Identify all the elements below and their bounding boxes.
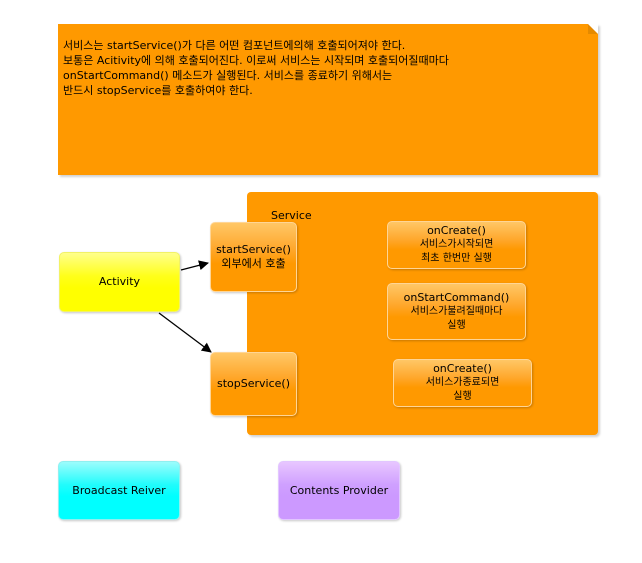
note-line-4: 반드시 stopService를 호출하여야 한다. — [63, 84, 253, 97]
service-label: Service — [271, 209, 312, 222]
on-destroy-desc-2: 실행 — [453, 391, 472, 402]
start-service-desc: 외부에서 호출 — [221, 257, 286, 270]
activity-node[interactable]: Activity — [59, 252, 180, 312]
note-line-1: 서비스는 startService()가 다른 어떤 컴포넌트에의해 호출되어져… — [63, 39, 406, 52]
stop-service-node[interactable]: stopService() — [210, 352, 297, 416]
activity-label: Activity — [98, 275, 141, 288]
arrow-activity-to-start — [180, 260, 209, 271]
on-destroy-node[interactable]: onCreate() 서비스가종료되면 실행 — [393, 359, 532, 407]
start-service-node[interactable]: startService() 외부에서 호출 — [210, 222, 297, 292]
on-create-desc-2: 최초 한번만 실행 — [421, 253, 492, 264]
note-line-3: onStartCommand() 메소드가 실행된다. 서비스를 종료하기 위해… — [63, 69, 393, 82]
on-create-title: onCreate() — [427, 224, 486, 237]
on-start-command-desc: 서비스가불려질때마다 — [410, 305, 503, 317]
start-service-title: startService() — [216, 243, 291, 256]
stop-service-title: stopService() — [217, 377, 290, 390]
on-start-command-desc-2: 실행 — [447, 319, 466, 331]
note-line-2: 보통은 Acitivity에 의해 호출되어진다. 이로써 서비스는 시작되며 … — [63, 54, 449, 67]
on-create-desc: 서비스가시작되면 — [419, 239, 494, 250]
provider-label: Contents Provider — [289, 483, 389, 497]
broadcast-label: Broadcast Reiver — [72, 483, 166, 497]
description-note: 서비스는 startService()가 다른 어떤 컴포넌트에의해 호출되어져… — [58, 24, 598, 175]
contents-provider-node[interactable]: Contents Provider — [278, 461, 400, 520]
on-start-command-title: onStartCommand() — [403, 290, 510, 304]
on-destroy-title: onCreate() — [433, 362, 492, 375]
broadcast-receiver-node[interactable]: Broadcast Reiver — [58, 461, 180, 520]
on-destroy-desc: 서비스가종료되면 — [425, 377, 500, 388]
arrow-activity-to-stop — [158, 312, 212, 353]
on-create-node[interactable]: onCreate() 서비스가시작되면 최초 한번만 실행 — [387, 221, 526, 269]
note-text: 서비스는 startService()가 다른 어떤 컴포넌트에의해 호출되어져… — [63, 38, 449, 98]
on-start-command-node[interactable]: onStartCommand() 서비스가불려질때마다 실행 — [387, 283, 526, 340]
note-fold-corner — [588, 24, 598, 34]
